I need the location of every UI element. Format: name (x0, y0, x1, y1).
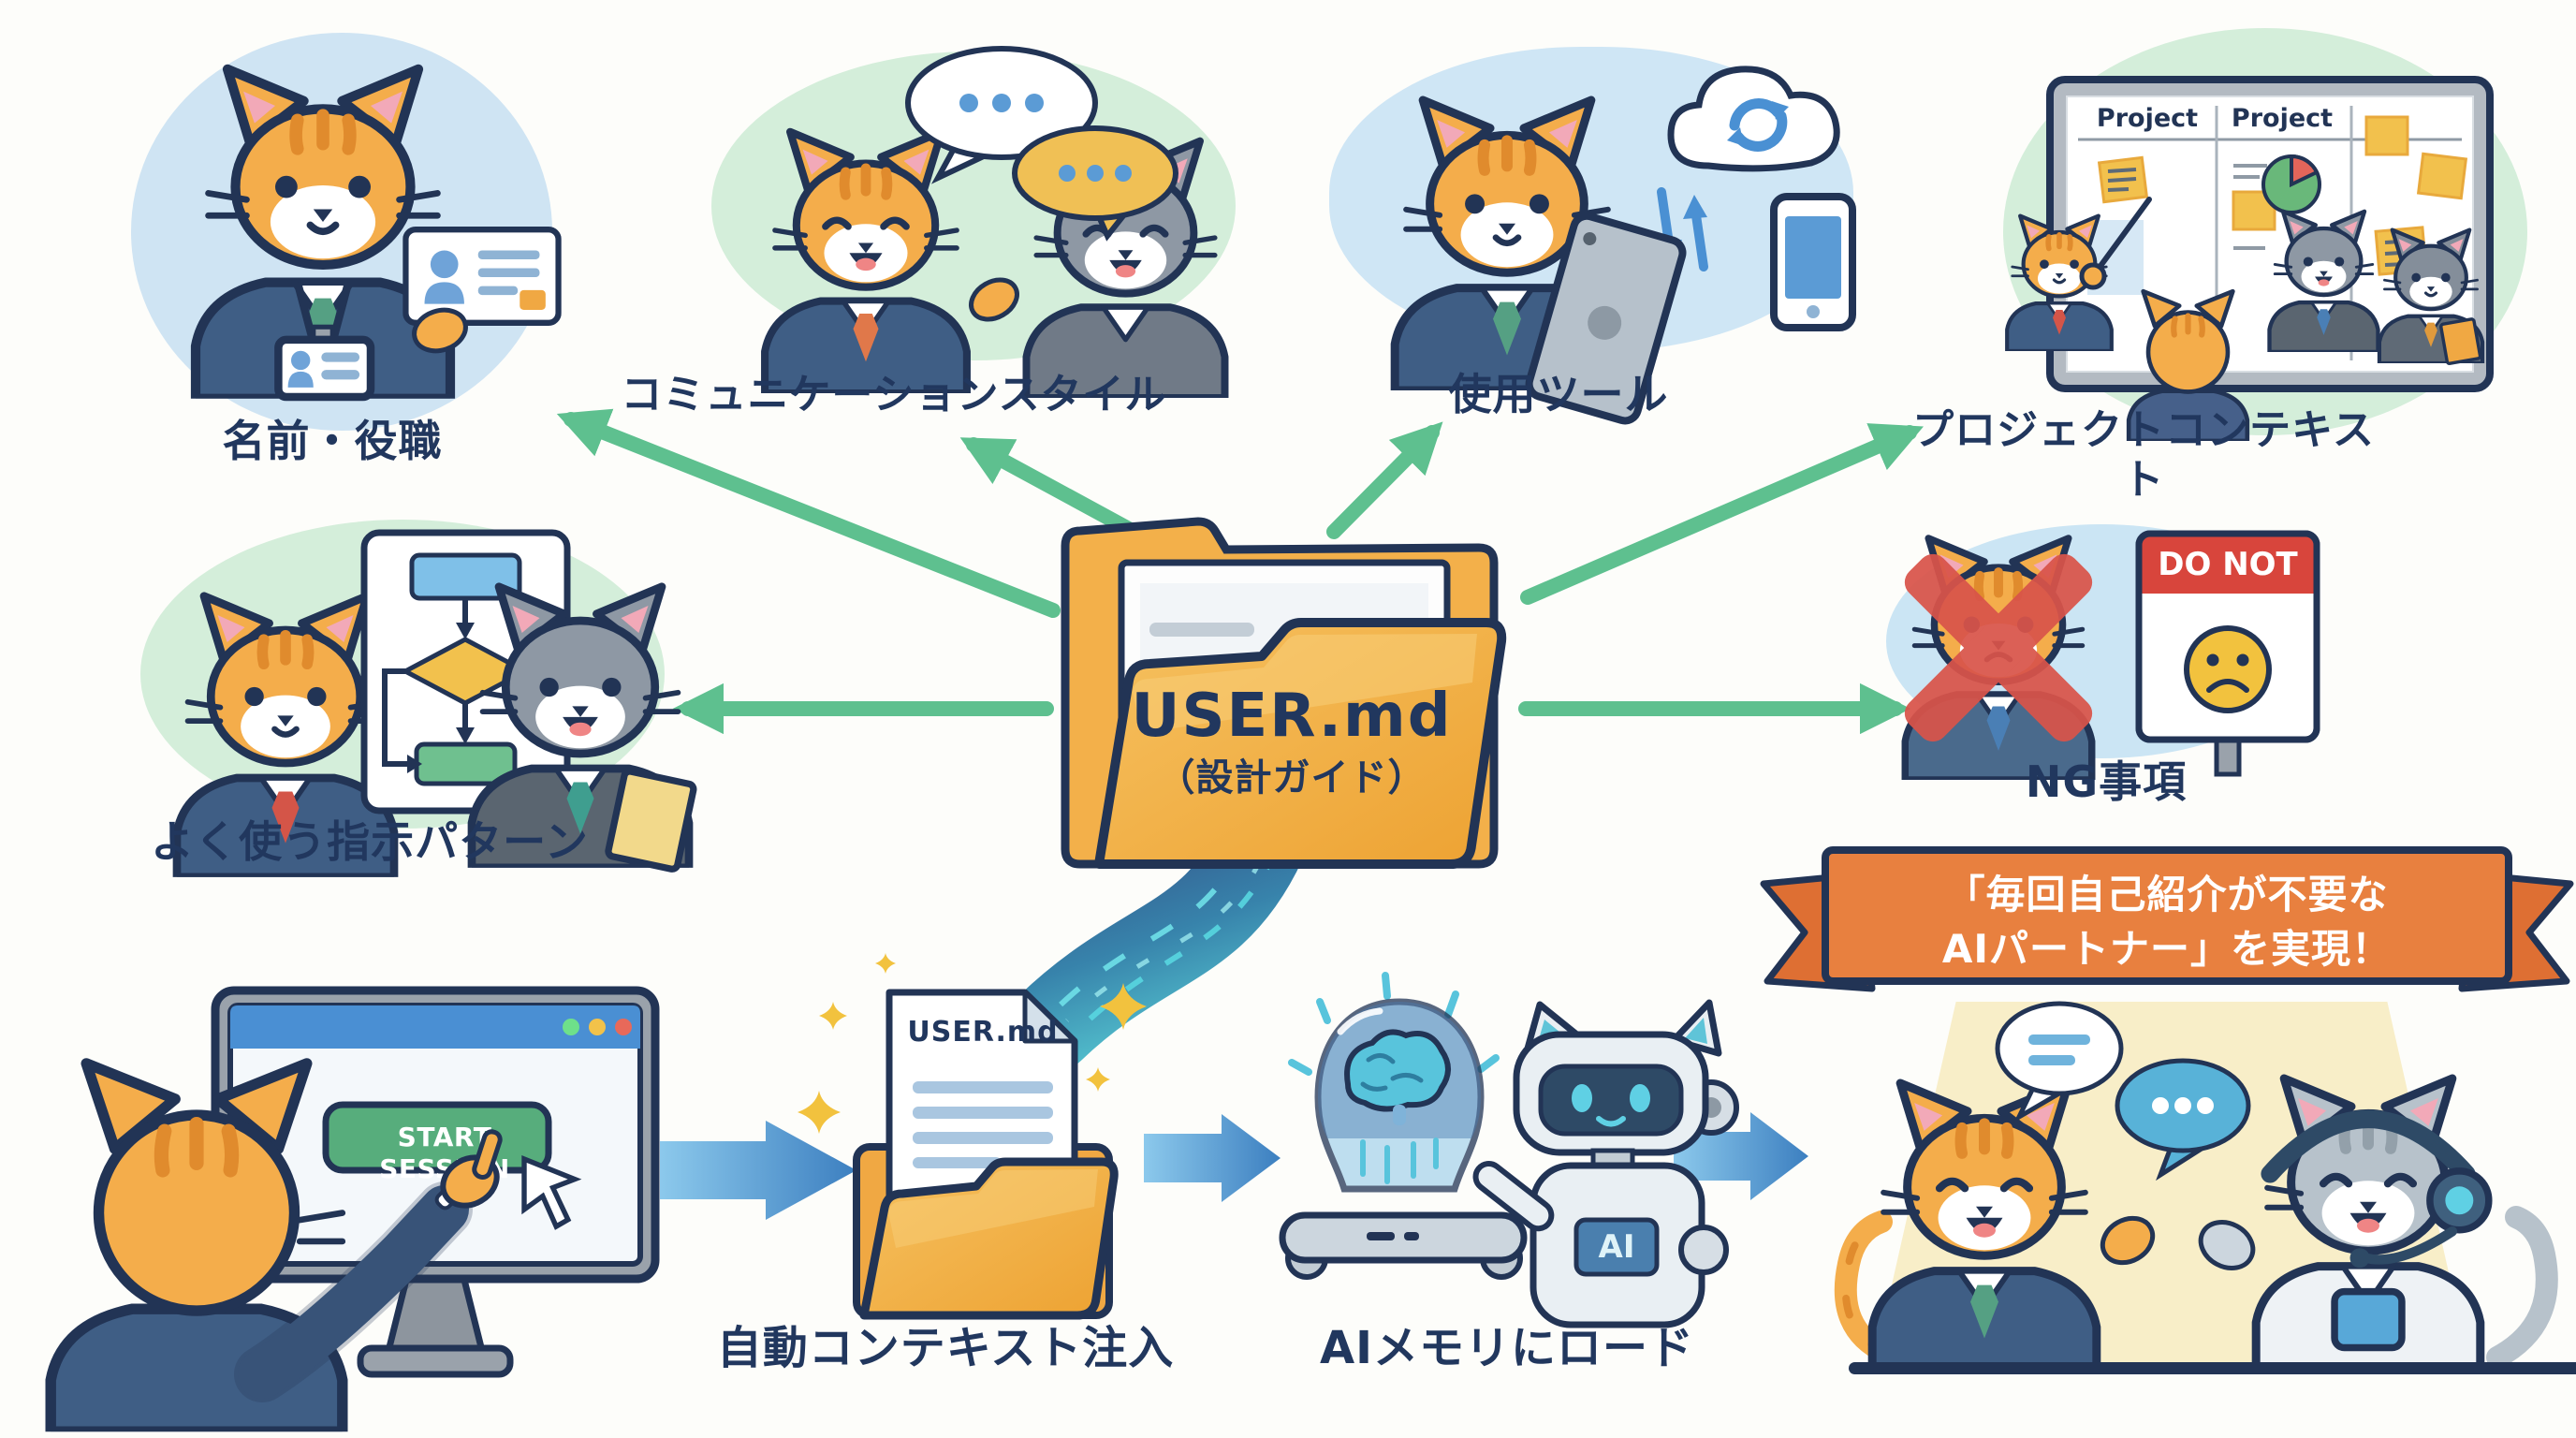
smartphone (1770, 193, 1856, 331)
orange-cat-tail (1834, 1211, 1897, 1364)
arrow-to-communication (959, 437, 1145, 541)
brain-dome (1288, 972, 1500, 1193)
red-x-mark (1904, 553, 2093, 742)
result-banner: 「毎回自己紹介が不要な AIパートナー」を実現！ (1750, 843, 2576, 1002)
scene-instruction-patterns (136, 515, 697, 838)
label-name-role: 名前・役職 (222, 416, 443, 466)
arrow-to-tools (1326, 421, 1443, 539)
label-tools: 使用ツール (1448, 369, 1669, 419)
do-not-sign: DO NOT (2135, 530, 2320, 777)
ai-partner-cat (2228, 1067, 2493, 1369)
robot-paw (2198, 1220, 2256, 1270)
injected-folder-doc (853, 989, 1119, 1320)
dome-tray (1279, 1211, 1528, 1280)
scene-result (1834, 974, 2576, 1376)
window-title-bar (230, 1005, 640, 1049)
flow-arrow-2 (1144, 1114, 1281, 1202)
label-project-context: プロジェクトコンテキスト (1912, 406, 2375, 504)
label-auto-context: 自動コンテキスト注入 (716, 1322, 1175, 1374)
board-column-2: Project (2232, 104, 2333, 133)
scene-project-context: Project Project (1994, 23, 2537, 440)
cloud-sync-icon (1667, 66, 1840, 172)
sparkle-icon (798, 1091, 841, 1134)
scene-start-session: START SESSION (19, 983, 711, 1438)
raised-paw (969, 277, 1019, 322)
desk-line (1849, 1362, 2576, 1374)
cat-paw (412, 307, 468, 354)
robot-visor (1538, 1064, 1684, 1137)
label-communication: コミュニケーションスタイル (621, 371, 1167, 418)
blue-flow-arrows (660, 1112, 1808, 1220)
user-md-folder: USER.md （設計ガイド） (1039, 482, 1535, 875)
businesscat-with-badge (164, 56, 482, 399)
scene-tools (1325, 37, 1867, 425)
ai-robot: AI (1472, 999, 1739, 1328)
ai-chest-badge (1573, 1217, 1660, 1277)
gray-cat-presenting (2256, 206, 2392, 352)
folder-subtitle: （設計ガイド） (1157, 756, 1427, 800)
speech-bubble-dots (2115, 1058, 2251, 1181)
label-ng-items: NG事項 (2025, 756, 2188, 807)
cat-from-behind-clicking (19, 1049, 374, 1432)
gray-cat-with-notebook (445, 576, 697, 868)
speech-bubble-lines (1995, 1001, 2124, 1123)
scene-communication (697, 37, 1250, 374)
folder-graphic (1061, 517, 1507, 869)
cursor-icon (521, 1155, 582, 1230)
flow-arrow-1 (660, 1121, 856, 1220)
window-dot-green (563, 1019, 579, 1035)
banner-ribbon (1760, 846, 2574, 992)
headset-icon (2261, 1109, 2493, 1269)
sticky-note (2364, 115, 2409, 156)
scene-ng-items: DO NOT (1867, 515, 2335, 805)
speech-bubble-yellow (1012, 125, 1178, 242)
sad-face-icon (2184, 625, 2272, 713)
label-instruction-patterns: よく使う指示パターン (151, 816, 589, 867)
chest-screen (2331, 1287, 2406, 1352)
arrow-to-name-role (556, 408, 1061, 618)
scene-name-role (126, 28, 566, 445)
scene-auto-context: USER.md (777, 936, 1170, 1329)
brain-icon (1344, 1029, 1451, 1112)
window-dot-yellow (589, 1019, 606, 1035)
monitor (211, 986, 660, 1378)
gray-cat-with-folder (2366, 225, 2496, 363)
window-dot-red (615, 1019, 632, 1035)
label-ai-memory: AIメモリにロード (1319, 1322, 1694, 1374)
banner-line-1: 「毎回自己紹介が不要な (1945, 872, 2389, 917)
pointing-arm (234, 1129, 503, 1402)
do-not-text: DO NOT (2158, 546, 2298, 583)
monitor-base (357, 1344, 514, 1378)
pointer-stick (2079, 197, 2152, 290)
green-arrows (556, 408, 1924, 735)
gray-cat-tail (2486, 1206, 2558, 1369)
tablet (1525, 212, 1687, 425)
arrow-to-project-context (1520, 423, 1924, 605)
board-column-1: Project (2097, 104, 2198, 133)
folder-title: USER.md (1131, 682, 1453, 751)
sparkle-icon (875, 953, 896, 974)
sticky-note (2416, 152, 2468, 200)
raised-paw (2100, 1215, 2156, 1266)
data-stream (1005, 796, 1307, 1073)
scene-ai-memory: AI (1273, 964, 1750, 1329)
lanyard-badge (274, 281, 375, 402)
doc-filename: USER.md (907, 1016, 1059, 1049)
banner-line-2: AIパートナー」を実現！ (1941, 926, 2393, 972)
ai-badge-text: AI (1599, 1228, 1635, 1266)
speech-bubble-white (905, 46, 1098, 184)
